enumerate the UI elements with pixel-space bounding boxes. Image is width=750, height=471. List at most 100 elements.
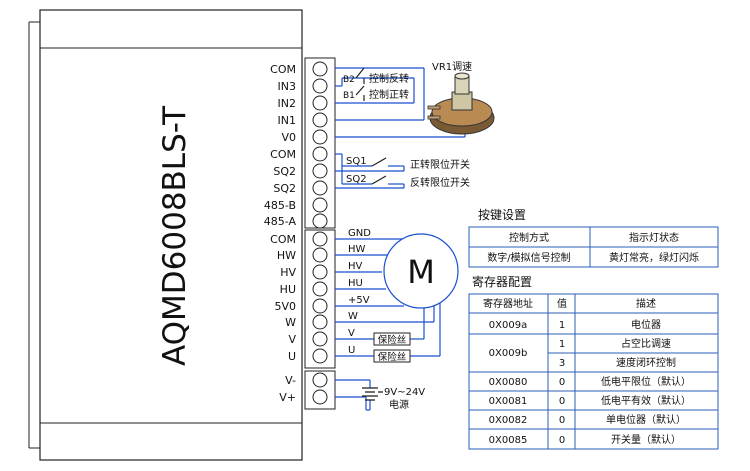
key-row-led: 黄灯常亮，绿灯闪烁 <box>609 251 699 264</box>
terminal-label: COM <box>270 233 296 246</box>
register-value: 0 <box>559 415 565 426</box>
terminal-screw-icon <box>312 61 328 77</box>
terminal-label: IN3 <box>278 80 296 93</box>
terminal-screw-icon <box>312 264 328 280</box>
b1-text: 控制正转 <box>369 88 409 101</box>
terminal-label: IN2 <box>278 97 296 110</box>
b2-label: B2 <box>343 75 355 85</box>
register-table <box>468 293 719 450</box>
terminal-screw-icon <box>312 281 328 297</box>
control-buttons <box>355 67 365 101</box>
register-addr: 0X0081 <box>489 396 528 407</box>
terminal-label: 485-A <box>264 215 297 228</box>
register-desc: 电位器 <box>631 318 661 331</box>
control-switches <box>335 67 466 138</box>
register-value: 1 <box>559 320 565 331</box>
reg-header-value: 值 <box>557 297 567 310</box>
terminal-label: COM <box>270 148 296 161</box>
terminal-label: SQ2 <box>273 182 296 195</box>
register-value: 0 <box>559 435 565 446</box>
register-addr: 0X0082 <box>489 415 528 426</box>
terminal-screw-icon <box>312 78 328 94</box>
terminal-screw-icon <box>312 163 328 179</box>
register-title: 寄存器配置 <box>472 274 532 289</box>
terminal-screw-icon <box>312 314 328 330</box>
register-addr: 0X0085 <box>489 435 528 446</box>
sq2-text: 反转限位开关 <box>410 176 470 189</box>
terminal-screw-icon <box>312 298 328 314</box>
power-label: 电源 <box>389 398 409 411</box>
model-label: AQMD6008BLS-T <box>157 105 193 366</box>
terminal-label: IN1 <box>278 114 296 127</box>
terminal-screw-icon <box>312 247 328 263</box>
key-settings-table <box>468 226 719 268</box>
power-wiring <box>335 379 371 411</box>
motor-wire-label: GND <box>348 228 371 239</box>
register-addr: 0X009b <box>489 348 528 359</box>
register-addr: 0X0080 <box>489 377 528 388</box>
terminal-list: COMIN3IN2IN1V0COMSQ2SQ2485-B485-ACOMHWHV… <box>264 61 328 405</box>
terminal-screw-icon <box>312 95 328 111</box>
battery-icon <box>362 387 383 401</box>
fuse-v-label: 保险丝 <box>378 334 407 346</box>
motor-symbol: M <box>407 253 435 291</box>
terminal-screw-icon <box>312 389 328 405</box>
motor-wire-label: HU <box>348 278 363 289</box>
terminal-label: HW <box>277 249 296 262</box>
motor-wiring <box>335 238 441 357</box>
key-header-led: 指示灯状态 <box>629 231 679 244</box>
fuse-v: 保险丝 <box>373 332 411 346</box>
driver-body: AQMD6008BLS-T <box>28 9 303 461</box>
terminal-label: 485-B <box>264 199 296 212</box>
power-voltage: 9V~24V <box>384 387 425 398</box>
motor-wire-label: V <box>348 328 355 339</box>
register-value: 1 <box>559 339 565 350</box>
b2-text: 控制反转 <box>369 72 409 85</box>
terminal-screw-icon <box>312 146 328 162</box>
b1-label: B1 <box>343 91 355 101</box>
terminal-label: COM <box>270 63 296 76</box>
register-value: 0 <box>559 377 565 388</box>
terminal-label: U <box>288 350 296 363</box>
motor-wire-label: HV <box>348 261 363 272</box>
motor-wire-label: W <box>348 311 358 322</box>
register-desc: 占空比调速 <box>621 337 671 350</box>
potentiometer-icon <box>427 72 495 135</box>
motor-icon: M <box>383 233 459 309</box>
reg-header-desc: 描述 <box>636 297 656 310</box>
reg-header-addr: 寄存器地址 <box>483 297 533 310</box>
terminal-label: 5V0 <box>274 300 296 313</box>
register-rows: 0X009a 1 电位器 0X009b 1 占空比调速 3 速度闭环控制 0X0080 0 低电平限… <box>489 318 691 446</box>
motor-wire-label: HW <box>348 244 366 255</box>
sq2-label: SQ2 <box>346 174 367 185</box>
terminal-screw-icon <box>312 331 328 347</box>
terminal-screw-icon <box>312 231 328 247</box>
vr1-label: VR1调速 <box>432 61 472 73</box>
register-desc: 低电平限位（默认） <box>601 375 691 388</box>
fuse-u: 保险丝 <box>373 349 411 363</box>
sq1-label: SQ1 <box>346 156 367 167</box>
key-settings-title: 按键设置 <box>478 208 526 222</box>
terminal-label: V+ <box>279 391 296 404</box>
register-desc: 开关量（默认） <box>611 433 681 446</box>
key-header-mode: 控制方式 <box>509 231 549 244</box>
register-value: 3 <box>559 358 565 369</box>
terminal-label: HV <box>280 266 296 279</box>
register-desc: 单电位器（默认） <box>606 413 686 426</box>
register-value: 0 <box>559 396 565 407</box>
terminal-label: V0 <box>281 131 296 144</box>
motor-wire-label: +5V <box>348 295 370 306</box>
terminal-label: V <box>288 333 296 346</box>
key-row-mode: 数字/模拟信号控制 <box>487 251 570 264</box>
terminal-screw-icon <box>312 348 328 364</box>
terminal-label: W <box>285 316 296 329</box>
terminal-screw-icon <box>312 213 328 229</box>
terminal-screw-icon <box>312 112 328 128</box>
terminal-screw-icon <box>312 197 328 213</box>
register-desc: 速度闭环控制 <box>616 356 676 369</box>
sq1-text: 正转限位开关 <box>410 158 470 171</box>
register-addr: 0X009a <box>489 320 527 331</box>
terminal-screw-icon <box>312 372 328 388</box>
